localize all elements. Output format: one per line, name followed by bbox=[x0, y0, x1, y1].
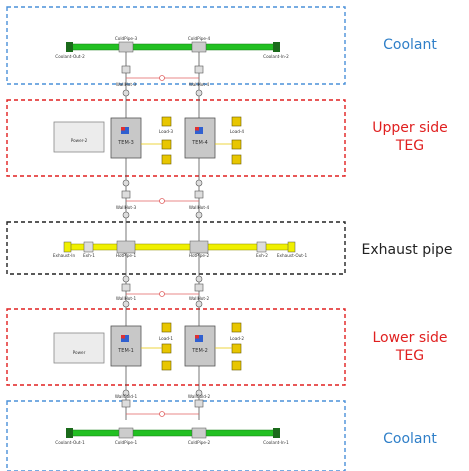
label-coolant-top: Coolant bbox=[383, 37, 437, 53]
link-node bbox=[159, 411, 165, 417]
coolant-in-bottom: Coolant-In-1 bbox=[263, 440, 289, 445]
link-node bbox=[159, 291, 165, 297]
power-label-lower: Power bbox=[73, 350, 86, 355]
exhaust-in-label: Exhaust-In bbox=[53, 253, 76, 258]
label-upper-teg-2: TEG bbox=[395, 138, 424, 154]
wall-top-left: WallHot-3 bbox=[116, 82, 137, 87]
upper-teg-group bbox=[53, 116, 242, 165]
coldpipe-1: ColdPipe-1 bbox=[115, 440, 138, 445]
wall-bottom-left: WallCold-1 bbox=[115, 394, 138, 399]
wall-mid-left: WallHot-3 bbox=[116, 205, 137, 210]
coldpipe-2: ColdPipe-2 bbox=[188, 440, 211, 445]
coldpipe-3: ColdPipe-3 bbox=[115, 36, 138, 41]
tem-left-box bbox=[110, 117, 142, 159]
load-label-upper-left: Load-3 bbox=[159, 129, 174, 134]
tem-label-lower-left: TEM-1 bbox=[117, 348, 134, 354]
coolant-in-top: Coolant-In-2 bbox=[263, 54, 289, 59]
upper-teg-box bbox=[6, 99, 346, 177]
exh-2-label: Exh-2 bbox=[256, 253, 268, 258]
coolant-out-top: Coolant-Out-2 bbox=[55, 54, 85, 59]
wall-bottom-right: WallCold-2 bbox=[188, 394, 211, 399]
tem-label-upper-right: TEM-4 bbox=[191, 140, 208, 146]
wall-top-right: WallHot-4 bbox=[189, 82, 210, 87]
label-exhaust-pipe: Exhaust pipe bbox=[362, 242, 453, 258]
label-lower-teg-2: TEG bbox=[395, 348, 424, 364]
wall-low-left: WallHot-1 bbox=[116, 296, 137, 301]
label-lower-teg-1: Lower side bbox=[372, 330, 447, 346]
hotpipe-2-label: HotPipe-2 bbox=[189, 253, 210, 258]
tem-left-box bbox=[110, 325, 142, 367]
exhaust-out-label: Exhaust-Out-1 bbox=[277, 253, 308, 258]
exhaust-box bbox=[6, 221, 346, 275]
label-upper-teg-1: Upper side bbox=[372, 120, 448, 136]
exh-1-label: Exh-1 bbox=[83, 253, 95, 258]
coolant-bottom-box bbox=[6, 400, 346, 471]
tem-label-lower-right: TEM-2 bbox=[191, 348, 208, 354]
tem-label-upper-left: TEM-3 bbox=[117, 140, 134, 146]
load-label-upper-right: Load-4 bbox=[230, 129, 245, 134]
wall-low-right: WallHot-2 bbox=[189, 296, 210, 301]
wall-mid-right: WallHot-4 bbox=[189, 205, 210, 210]
exhaust-pipe bbox=[63, 240, 296, 254]
chain-nodes bbox=[121, 65, 204, 408]
load-label-lower-left: Load-1 bbox=[159, 336, 174, 341]
coolant-pipe-top bbox=[66, 41, 280, 53]
tem-right-box bbox=[184, 325, 216, 367]
power-box bbox=[53, 332, 105, 364]
power-box bbox=[53, 121, 105, 153]
coldpipe-4: ColdPipe-4 bbox=[188, 36, 211, 41]
power-label-upper: Power-2 bbox=[71, 138, 88, 143]
link-node bbox=[159, 75, 165, 81]
coolant-top-box bbox=[6, 6, 346, 85]
tem-right-box bbox=[184, 117, 216, 159]
label-coolant-bottom: Coolant bbox=[383, 431, 437, 447]
link-node bbox=[159, 198, 165, 204]
hotpipe-1-label: HotPipe-1 bbox=[116, 253, 137, 258]
lower-teg-box bbox=[6, 308, 346, 386]
coolant-out-bottom: Coolant-Out-1 bbox=[55, 440, 85, 445]
coolant-pipe-bottom bbox=[66, 427, 280, 439]
load-label-lower-right: Load-2 bbox=[230, 336, 245, 341]
lower-teg-group bbox=[53, 322, 242, 371]
